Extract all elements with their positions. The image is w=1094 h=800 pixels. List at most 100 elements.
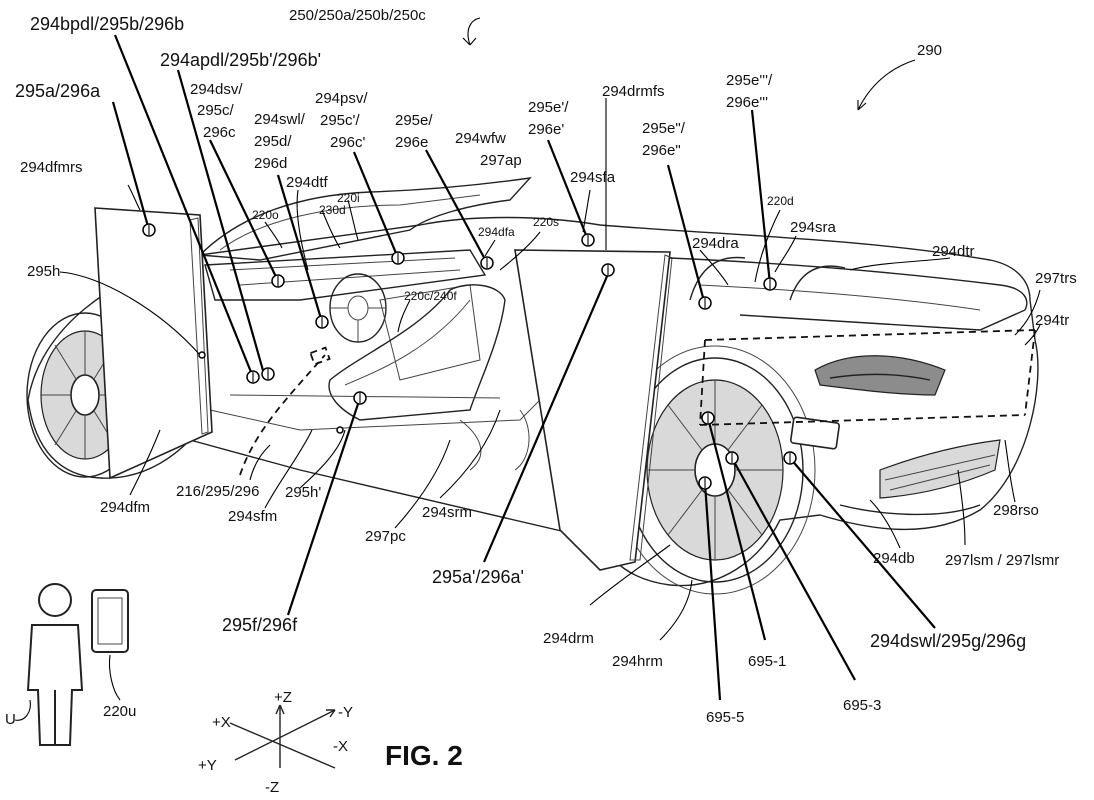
trunk-region-dashed bbox=[699, 329, 1036, 426]
label-295d: 295d/ bbox=[254, 133, 292, 150]
label-220u: 220u bbox=[103, 703, 136, 720]
reference-labels: 294bpdl/295b/296b 294apdl/295b'/296b' 29… bbox=[5, 7, 1077, 728]
label-294dswl: 294dswl/295g/296g bbox=[870, 631, 1026, 651]
sensor-marker bbox=[480, 256, 494, 270]
label-220i: 220i bbox=[337, 191, 360, 205]
sensor-marker bbox=[271, 274, 285, 288]
label-294sra: 294sra bbox=[790, 219, 837, 236]
sensor-marker bbox=[142, 223, 156, 237]
front-door-panel bbox=[94, 207, 213, 480]
figure-caption: FIG. 2 bbox=[385, 740, 463, 771]
label-294swl: 294swl/ bbox=[254, 111, 306, 128]
cabin-region-dashed bbox=[239, 354, 326, 476]
label-294dfm: 294dfm bbox=[100, 499, 150, 516]
label-294drm: 294drm bbox=[543, 630, 594, 647]
small-marker bbox=[198, 351, 206, 359]
label-695-1: 695-1 bbox=[748, 653, 786, 670]
axis-minus-z: -Z bbox=[265, 779, 279, 796]
license-plate bbox=[790, 416, 840, 450]
label-220s: 220s bbox=[533, 215, 559, 229]
sensor-marker bbox=[246, 370, 260, 384]
label-294srm: 294srm bbox=[422, 504, 472, 521]
user-figure bbox=[26, 583, 84, 746]
sensor-marker bbox=[698, 476, 712, 490]
rear-deck bbox=[669, 257, 1028, 331]
label-220c: 220c/240f bbox=[404, 289, 457, 303]
sensor-marker bbox=[601, 263, 615, 277]
sensor-marker bbox=[353, 391, 367, 405]
sensor-marker bbox=[725, 451, 739, 465]
label-system: 250/250a/250b/250c bbox=[289, 7, 426, 24]
label-295a: 295a/296a bbox=[15, 81, 101, 101]
sensor-marker bbox=[783, 451, 797, 465]
sensor-marker bbox=[701, 411, 715, 425]
axis-labels: +Z -Z +X -X +Y -Y bbox=[198, 689, 353, 796]
label-295e-prime: 295e'/ bbox=[528, 99, 569, 116]
label-695-3: 695-3 bbox=[843, 697, 881, 714]
axis-minus-y: -Y bbox=[338, 704, 353, 721]
label-294hrm: 294hrm bbox=[612, 653, 663, 670]
label-695-5: 695-5 bbox=[706, 709, 744, 726]
label-294dfmrs: 294dfmrs bbox=[20, 159, 83, 176]
label-294db: 294db bbox=[873, 550, 915, 567]
vehicle-drawing bbox=[26, 177, 1039, 595]
rear-door-panel bbox=[514, 249, 671, 571]
taillight bbox=[814, 355, 946, 396]
sensor-markers bbox=[142, 223, 797, 490]
label-294bpdl: 294bpdl/295b/296b bbox=[30, 14, 184, 34]
label-295e: 295e/ bbox=[395, 112, 433, 129]
label-294wfw: 294wfw bbox=[455, 130, 506, 147]
label-295e-triple: 295e'''/ bbox=[726, 72, 773, 89]
label-294sfa: 294sfa bbox=[570, 169, 616, 186]
label-220o: 220o bbox=[252, 208, 279, 222]
label-296d: 296d bbox=[254, 155, 287, 172]
label-296e-triple: 296e''' bbox=[726, 94, 768, 111]
sensor-marker bbox=[315, 315, 329, 329]
label-295e-double: 295e"/ bbox=[642, 120, 686, 137]
label-295h: 295h bbox=[27, 263, 60, 280]
label-296c: 296c bbox=[203, 124, 236, 141]
label-230d: 230d bbox=[319, 203, 346, 217]
label-295c: 295c/ bbox=[197, 102, 235, 119]
axis-diagram bbox=[229, 704, 336, 769]
label-216: 216/295/296 bbox=[176, 483, 259, 500]
label-296c-prime: 296c' bbox=[330, 134, 366, 151]
center-console bbox=[379, 284, 481, 381]
label-295a-prime: 295a'/296a' bbox=[432, 567, 524, 587]
label-294tr: 294tr bbox=[1035, 312, 1069, 329]
label-220d: 220d bbox=[767, 194, 794, 208]
label-294psv: 294psv/ bbox=[315, 90, 368, 107]
label-296e-double: 296e" bbox=[642, 142, 681, 159]
axis-minus-x: -X bbox=[333, 738, 348, 755]
rear-roll-hoop bbox=[689, 256, 846, 301]
label-297lsm: 297lsm / 297lsmr bbox=[945, 552, 1059, 569]
sensor-marker bbox=[391, 251, 405, 265]
label-294drmfs: 294drmfs bbox=[602, 83, 665, 100]
sensor-marker bbox=[261, 367, 275, 381]
label-295f: 295f/296f bbox=[222, 615, 298, 635]
label-294dtf: 294dtf bbox=[286, 174, 329, 191]
axis-plus-z: +Z bbox=[274, 689, 292, 706]
label-294sfm: 294sfm bbox=[228, 508, 277, 525]
label-295h-prime: 295h' bbox=[285, 484, 321, 501]
label-295c-prime: 295c'/ bbox=[320, 112, 360, 129]
sensor-marker bbox=[698, 296, 712, 310]
windshield-frame bbox=[198, 177, 532, 261]
label-user: U bbox=[5, 711, 16, 728]
dashboard bbox=[204, 249, 487, 301]
label-294dra: 294dra bbox=[692, 235, 739, 252]
glovebox-dashed bbox=[309, 346, 331, 366]
rear-diffuser bbox=[879, 439, 1001, 499]
label-297trs: 297trs bbox=[1035, 270, 1077, 287]
leader-lines bbox=[59, 17, 1041, 701]
sensor-marker bbox=[763, 277, 777, 291]
label-294dsv: 294dsv/ bbox=[190, 81, 243, 98]
label-296e: 296e bbox=[395, 134, 428, 151]
axis-plus-y: +Y bbox=[198, 757, 217, 774]
small-marker bbox=[336, 426, 344, 434]
axis-plus-x: +X bbox=[212, 714, 231, 731]
door-sill bbox=[209, 394, 541, 431]
label-294dtr: 294dtr bbox=[932, 243, 975, 260]
label-294apdl: 294apdl/295b'/296b' bbox=[160, 50, 321, 70]
